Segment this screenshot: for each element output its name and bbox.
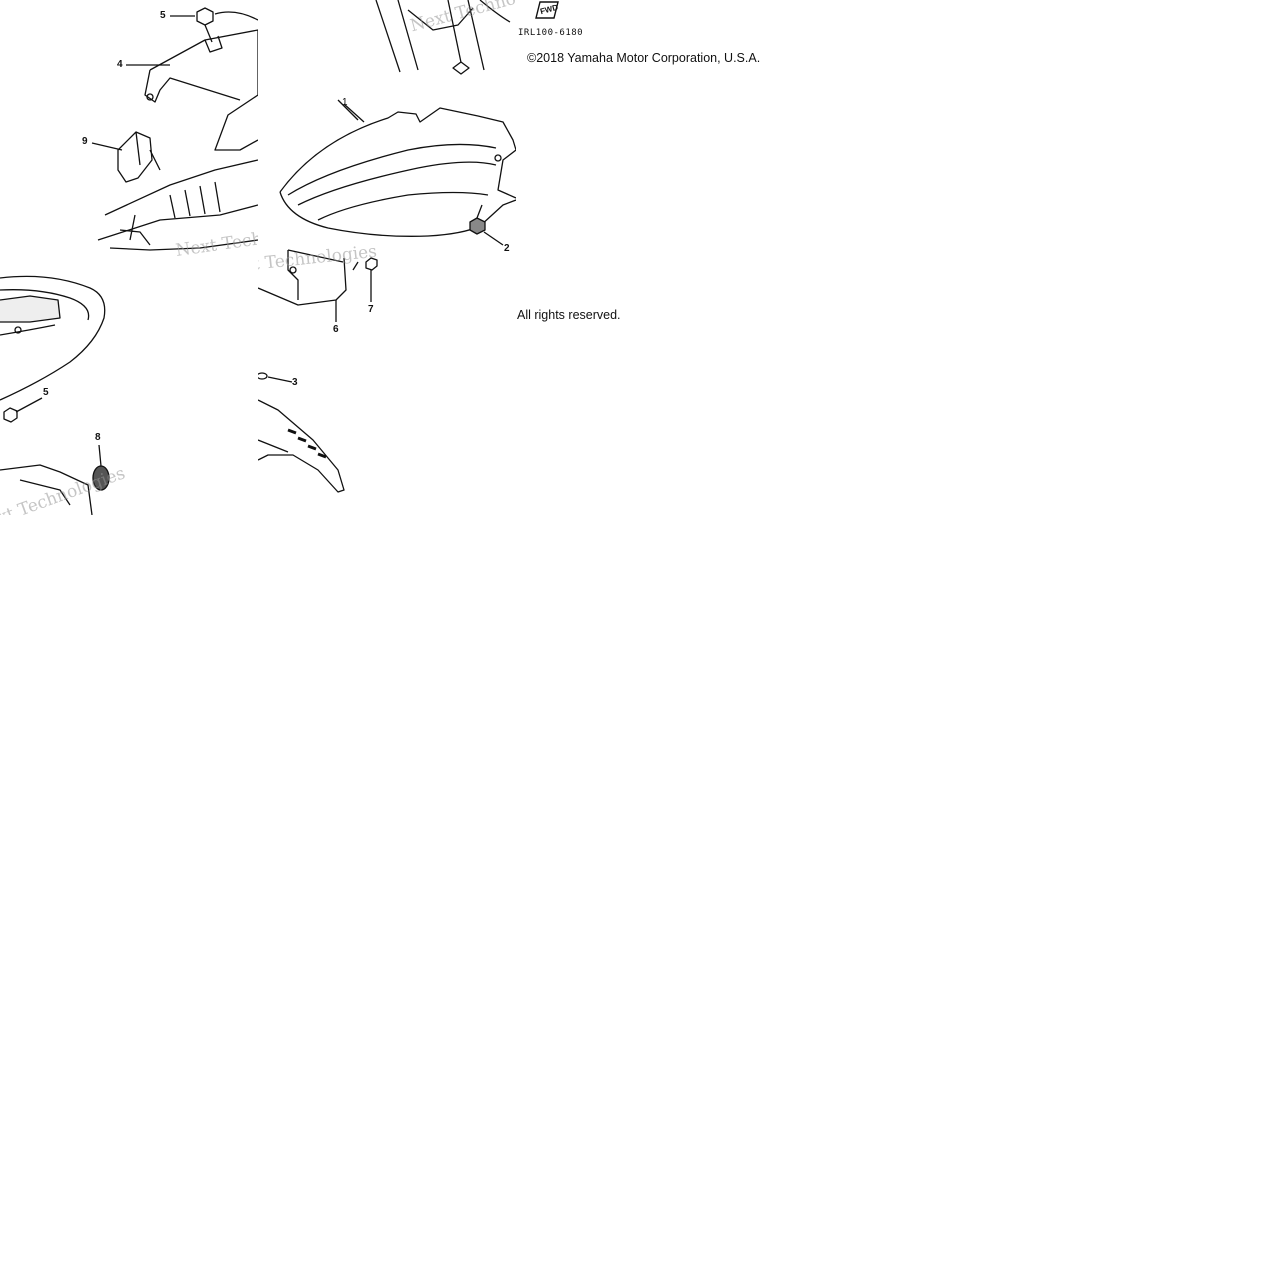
callout-5-lower: 5 xyxy=(43,387,49,398)
fender-bracket-drawing xyxy=(0,7,258,515)
front-fender-drawing xyxy=(258,0,516,493)
rights-text: All rights reserved. xyxy=(517,308,621,322)
copyright-text: ©2018 Yamaha Motor Corporation, U.S.A. xyxy=(527,51,761,65)
fwd-arrow-icon xyxy=(535,1,559,19)
callout-8: 8 xyxy=(95,432,101,443)
fwd-indicator: FWD xyxy=(534,0,560,20)
callout-9: 9 xyxy=(82,136,88,147)
callout-6: 6 xyxy=(333,324,339,335)
callout-2: 2 xyxy=(504,243,510,254)
part-code: IRL100-6180 xyxy=(518,28,584,38)
callout-5-upper: 5 xyxy=(160,10,166,21)
callout-1: 1 xyxy=(342,97,348,108)
diagram-tile-middle: 1 2 7 6 3 Next Technologies Next Technol… xyxy=(258,0,516,515)
diagram-tile-left: 5 4 9 5 8 Next Technologies Next Technol… xyxy=(0,0,258,515)
callout-4: 4 xyxy=(117,59,123,70)
callout-3: 3 xyxy=(292,377,298,388)
callout-7: 7 xyxy=(368,304,374,315)
